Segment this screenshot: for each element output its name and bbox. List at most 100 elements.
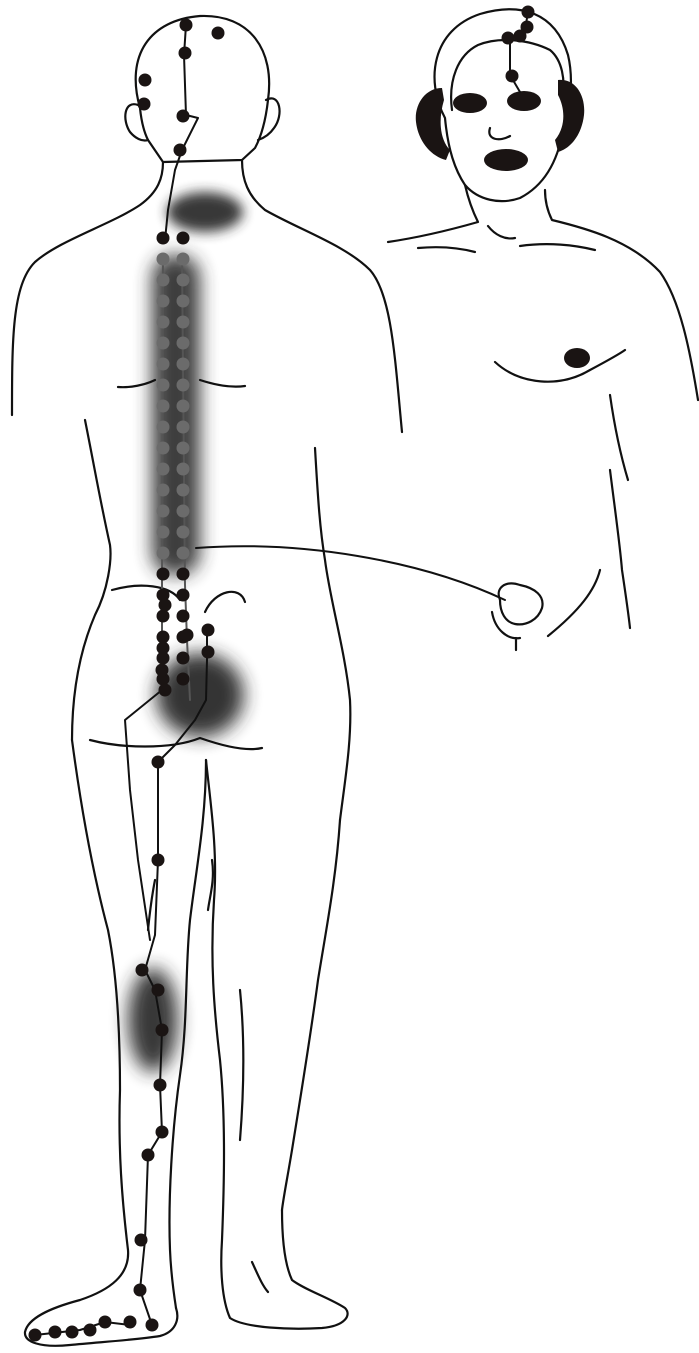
front-clavicle-right xyxy=(520,244,595,250)
acupoint-back-outer-line-13 xyxy=(177,484,190,497)
front-abdomen-curve xyxy=(548,570,600,636)
acupoint-leg-2 xyxy=(152,854,165,867)
right-scapula-line xyxy=(200,380,245,387)
acupoint-head-1 xyxy=(180,19,193,32)
acupoint-head-6 xyxy=(177,110,190,123)
acupoint-head-2 xyxy=(212,27,225,40)
mouth-mark xyxy=(484,149,528,171)
front-neck-left xyxy=(388,185,478,242)
right-heel-line xyxy=(252,1262,268,1292)
acupoint-leg-7 xyxy=(156,1126,169,1139)
front-nipple-mark xyxy=(564,348,590,368)
acupoint-face-1 xyxy=(522,6,535,19)
acupoint-leg-5 xyxy=(156,1024,169,1037)
acupoint-head-5 xyxy=(138,98,151,111)
acupoint-sacral-3 xyxy=(181,629,194,642)
acupoint-face-5 xyxy=(506,70,519,83)
acupoint-back-inner-line-2 xyxy=(157,253,170,266)
front-chest-line xyxy=(495,350,625,382)
acupoint-leg-1 xyxy=(152,756,165,769)
acupoint-back-outer-line-18 xyxy=(177,589,190,602)
sacral-pain-region xyxy=(156,653,244,737)
acupoint-leg-6 xyxy=(154,1079,167,1092)
acupoint-back-outer-line-12 xyxy=(177,463,190,476)
front-clavicle-left xyxy=(418,247,475,252)
acupoint-foot-4 xyxy=(99,1316,112,1329)
acupoint-back-inner-line-25 xyxy=(159,684,172,697)
acupoint-sacral-2 xyxy=(202,646,215,659)
acupoint-back-outer-line-7 xyxy=(177,358,190,371)
buttock-top-right xyxy=(205,592,245,612)
acupoint-head-7 xyxy=(174,144,187,157)
acupoint-foot-2 xyxy=(146,1319,159,1332)
acupoint-back-outer-line-9 xyxy=(177,400,190,413)
acupoint-leg-9 xyxy=(135,1234,148,1247)
right-leg-outer xyxy=(282,820,340,1210)
acupoint-face-4 xyxy=(502,32,515,45)
acupoint-back-inner-line-16 xyxy=(157,547,170,560)
acupoint-back-inner-line-1 xyxy=(157,232,170,245)
front-neck-notch xyxy=(488,226,515,238)
acupoint-foot-6 xyxy=(66,1326,79,1339)
acupoint-back-inner-line-8 xyxy=(157,379,170,392)
calf-pain-region xyxy=(128,968,178,1072)
left-arm-line xyxy=(72,420,110,740)
acupoint-back-outer-line-6 xyxy=(177,337,190,350)
right-calf-line xyxy=(240,990,243,1140)
acupoint-foot-5 xyxy=(84,1324,97,1337)
acupoint-back-inner-line-4 xyxy=(157,295,170,308)
acupoint-back-outer-line-17 xyxy=(177,568,190,581)
acupoint-back-outer-line-22 xyxy=(177,673,190,686)
neck-pain-region xyxy=(167,192,243,232)
acupoint-back-outer-line-8 xyxy=(177,379,190,392)
front-bladder-outline xyxy=(499,583,543,624)
acupoint-back-inner-line-10 xyxy=(157,421,170,434)
acupoint-back-outer-line-3 xyxy=(177,274,190,287)
right-arm-line xyxy=(315,448,350,820)
acupoint-layer xyxy=(29,6,535,1342)
acupoint-back-outer-line-5 xyxy=(177,316,190,329)
right-leg-inner xyxy=(206,760,348,1329)
acupoint-foot-8 xyxy=(29,1329,42,1342)
acupoint-back-outer-line-2 xyxy=(177,253,190,266)
acupoint-back-inner-line-6 xyxy=(157,337,170,350)
face-features xyxy=(453,91,541,171)
acupoint-foot-7 xyxy=(49,1326,62,1339)
acupoint-back-inner-line-12 xyxy=(157,463,170,476)
head-outline xyxy=(136,16,269,162)
acupoint-back-inner-line-15 xyxy=(157,526,170,539)
acupoint-back-outer-line-19 xyxy=(177,610,190,623)
acupoint-head-3 xyxy=(179,47,192,60)
acupoint-back-outer-line-14 xyxy=(177,505,190,518)
acupoint-back-inner-line-9 xyxy=(157,400,170,413)
acupoint-leg-8 xyxy=(142,1149,155,1162)
acupoint-back-outer-line-4 xyxy=(177,295,190,308)
acupoint-back-inner-line-24 xyxy=(156,664,169,677)
nose-outline xyxy=(489,128,510,139)
acupoint-sacral-1 xyxy=(202,624,215,637)
left-scapula-line xyxy=(118,380,155,387)
acupoint-leg-3 xyxy=(136,964,149,977)
acupoint-back-inner-line-3 xyxy=(157,274,170,287)
acupoint-back-outer-line-10 xyxy=(177,421,190,434)
acupoint-back-inner-line-23 xyxy=(157,642,170,655)
front-torso-right xyxy=(610,395,628,480)
waist-line xyxy=(112,586,180,600)
acupoint-back-inner-line-5 xyxy=(157,316,170,329)
anterior-body-outline xyxy=(388,9,698,650)
acupoint-back-outer-line-11 xyxy=(177,442,190,455)
right-torso-outline xyxy=(242,160,402,432)
acupoint-back-inner-line-7 xyxy=(157,358,170,371)
acupoint-back-inner-line-13 xyxy=(157,484,170,497)
acupoint-sacral-4 xyxy=(159,599,172,612)
front-right-ear xyxy=(555,80,584,152)
left-eye-mark xyxy=(453,93,487,113)
left-popliteal-line xyxy=(148,880,155,930)
acupoint-back-outer-line-16 xyxy=(177,547,190,560)
acupoint-back-inner-line-17 xyxy=(157,568,170,581)
acupoint-face-3 xyxy=(514,30,527,43)
acupoint-back-outer-line-1 xyxy=(177,232,190,245)
acupoint-leg-4 xyxy=(152,984,165,997)
acupoint-back-inner-line-11 xyxy=(157,442,170,455)
right-popliteal-line xyxy=(208,860,213,910)
